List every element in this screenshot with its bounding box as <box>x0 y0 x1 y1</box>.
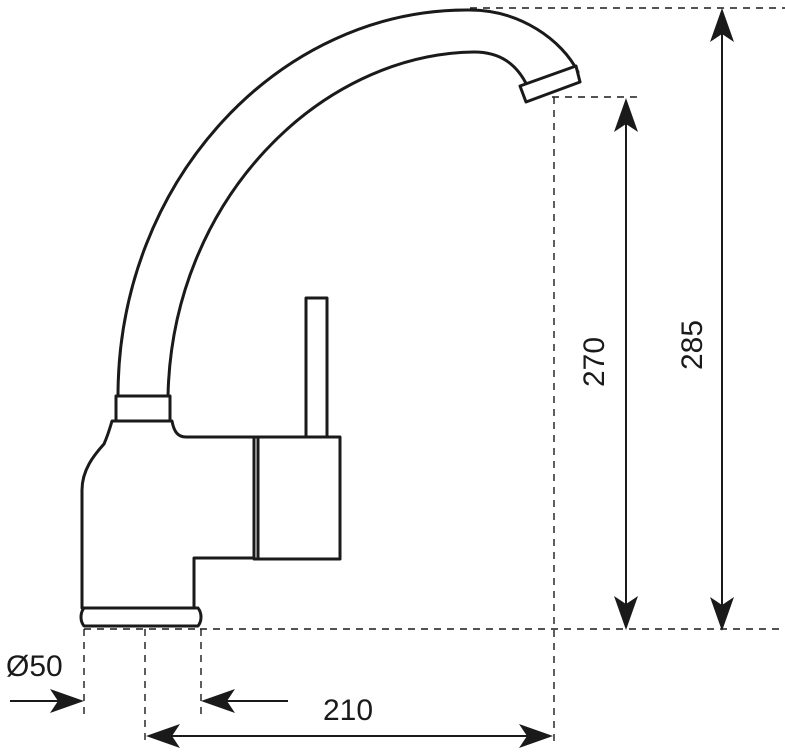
arrow-210-left <box>146 724 180 748</box>
dimension-height-total: 285 <box>676 8 734 631</box>
extension-lines <box>83 7 785 745</box>
arrow-50-right <box>201 689 235 713</box>
dimension-label-270: 270 <box>578 337 611 387</box>
arrow-285-bottom <box>710 597 734 631</box>
arrow-210-right <box>519 724 553 748</box>
lever-handle <box>304 296 329 439</box>
dimension-height-outlet: 270 <box>578 98 638 630</box>
dimension-reach: 210 <box>146 694 553 748</box>
dimension-base-diameter: Ø50 <box>6 650 288 713</box>
dimension-label-285: 285 <box>676 320 709 370</box>
spout-aerator <box>518 64 582 104</box>
faucet-spout <box>116 8 580 398</box>
faucet-body <box>80 419 264 610</box>
spout-collar <box>114 394 172 423</box>
arrow-285-top <box>710 8 734 42</box>
dimension-label-50: Ø50 <box>6 650 63 683</box>
faucet-base-ring <box>79 606 203 628</box>
arrow-50-left <box>50 689 84 713</box>
dimension-label-210: 210 <box>323 694 373 727</box>
arrow-270-top <box>614 98 638 132</box>
lever-hub <box>256 435 342 561</box>
arrow-270-bottom <box>614 596 638 630</box>
faucet <box>79 8 582 628</box>
